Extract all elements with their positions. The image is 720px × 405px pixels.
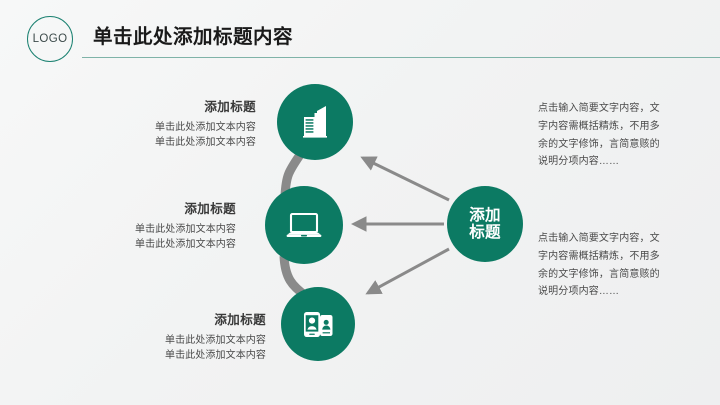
node-circle-mobile[interactable]	[281, 287, 355, 361]
arrow-center-to-building	[360, 156, 450, 202]
center-label-line-2: 标题	[469, 224, 501, 241]
block-body-line: 单击此处添加文本内容	[165, 349, 266, 361]
arrow-center-to-mobile	[365, 247, 450, 295]
block-body-line: 单击此处添加文本内容	[135, 224, 236, 235]
text-block-building[interactable]: 添加标题 单击此处添加文本内容 单击此处添加文本内容	[96, 96, 256, 150]
title-divider	[82, 57, 720, 58]
block-heading: 添加标题	[184, 202, 236, 216]
block-body-line: 单击此处添加文本内容	[165, 335, 266, 346]
mobile-contacts-icon	[304, 312, 333, 337]
logo-label: LOGO	[32, 33, 68, 45]
node-circle-building[interactable]	[277, 84, 353, 160]
center-node-label: 添加 标题	[469, 207, 501, 242]
page-title[interactable]: 单击此处添加标题内容	[93, 26, 294, 48]
block-heading: 添加标题	[214, 313, 266, 327]
text-block-laptop[interactable]: 添加标题 单击此处添加文本内容 单击此处添加文本内容	[76, 198, 236, 252]
description-block-bottom[interactable]: 点击输入简要文字内容，文字内容需概括精炼，不用多余的文字修饰，言简意赅的说明分项…	[538, 233, 660, 298]
block-body-line: 单击此处添加文本内容	[155, 122, 256, 133]
block-body-line: 单击此处添加文本内容	[135, 238, 236, 250]
laptop-icon	[286, 212, 322, 237]
office-building-icon	[303, 106, 327, 138]
center-label-line-1: 添加	[469, 206, 501, 224]
block-heading: 添加标题	[204, 100, 256, 114]
logo-placeholder[interactable]: LOGO	[27, 16, 73, 62]
block-body-line: 单击此处添加文本内容	[155, 136, 256, 148]
text-block-mobile[interactable]: 添加标题 单击此处添加文本内容 单击此处添加文本内容	[106, 309, 266, 363]
node-circle-center[interactable]: 添加 标题	[447, 186, 523, 262]
description-block-top[interactable]: 点击输入简要文字内容，文字内容需概括精炼，不用多余的文字修饰，言简意赅的说明分项…	[538, 103, 660, 168]
node-circle-laptop[interactable]	[265, 186, 343, 264]
